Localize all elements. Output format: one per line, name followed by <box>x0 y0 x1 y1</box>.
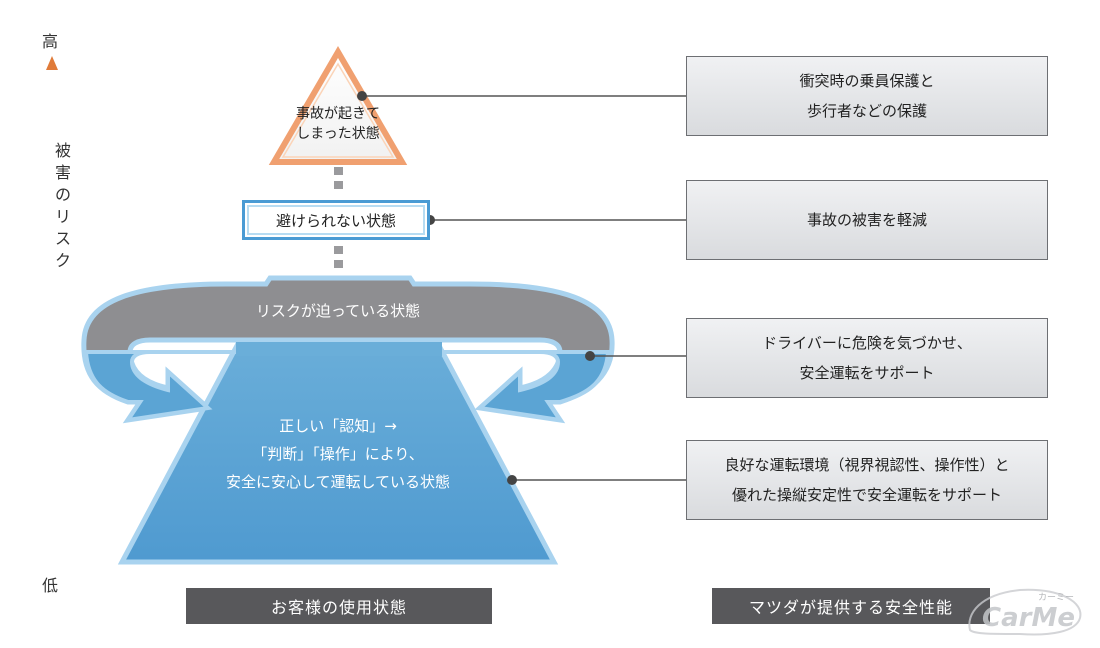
customer-state-footer: お客様の使用状態 <box>186 588 492 624</box>
leader-lines <box>362 95 686 481</box>
carme-logo-sub: カーミー <box>1038 592 1074 603</box>
danger-awareness-box: ドライバーに危険を気づかせ、 安全運転をサポート <box>686 318 1048 398</box>
dashed-connector <box>334 167 343 268</box>
carme-logo-main: CarMe <box>982 603 1075 633</box>
accident-label-line-1: 事故が起きて <box>296 106 380 122</box>
box-1-line-2: 歩行者などの保護 <box>806 102 927 120</box>
box-2-line-1: 事故の被害を軽減 <box>806 211 927 229</box>
base-trapezoid <box>117 337 559 565</box>
safe-driving-line-1: 正しい「認知」→ <box>279 417 397 435</box>
unavoidable-label: 避けられない状態 <box>242 200 430 240</box>
safe-driving-line-2: 「判断」「操作」により、 <box>252 445 424 463</box>
accident-label: 事故が起きて しまった状態 <box>268 104 408 144</box>
box-3-line-1: ドライバーに危険を気づかせ、 <box>762 334 972 352</box>
occupant-protection-box: 衝突時の乗員保護と 歩行者などの保護 <box>686 56 1048 136</box>
damage-reduction-box: 事故の被害を軽減 <box>686 180 1048 260</box>
mazda-safety-footer: マツダが提供する安全性能 <box>712 588 990 624</box>
carme-logo: カーミー CarMe <box>968 588 1082 636</box>
safe-driving-label: 正しい「認知」→ 「判断」「操作」により、 安全に安心して運転している状態 <box>180 412 496 496</box>
axis-low-label: 低 <box>42 576 59 595</box>
safe-driving-line-3: 安全に安心して運転している状態 <box>225 473 451 491</box>
risk-axis-label: 被害のリスク <box>54 141 71 270</box>
driving-environment-box: 良好な運転環境（視界視認性、操作性）と 優れた操縦安定性で安全運転をサポート <box>686 440 1048 520</box>
axis-high-label: 高 <box>42 32 59 51</box>
curl-arrow-right <box>440 350 611 423</box>
box-4-line-1: 良好な運転環境（視界視認性、操作性）と <box>724 456 1010 474</box>
box-4-line-2: 優れた操縦安定性で安全運転をサポート <box>731 486 1002 504</box>
box-1-line-1: 衝突時の乗員保護と <box>799 72 935 90</box>
accident-triangle-inner <box>281 62 395 158</box>
band-cover <box>236 342 442 356</box>
accident-label-line-2: しまった状態 <box>296 126 380 142</box>
risk-axis-arrowhead <box>46 56 58 70</box>
risk-band <box>81 275 615 424</box>
curl-arrow-left <box>83 350 238 423</box>
accident-triangle <box>268 46 408 165</box>
risk-band-label: リスクが迫っている状態 <box>255 302 421 320</box>
box-3-line-2: 安全運転をサポート <box>799 364 935 382</box>
